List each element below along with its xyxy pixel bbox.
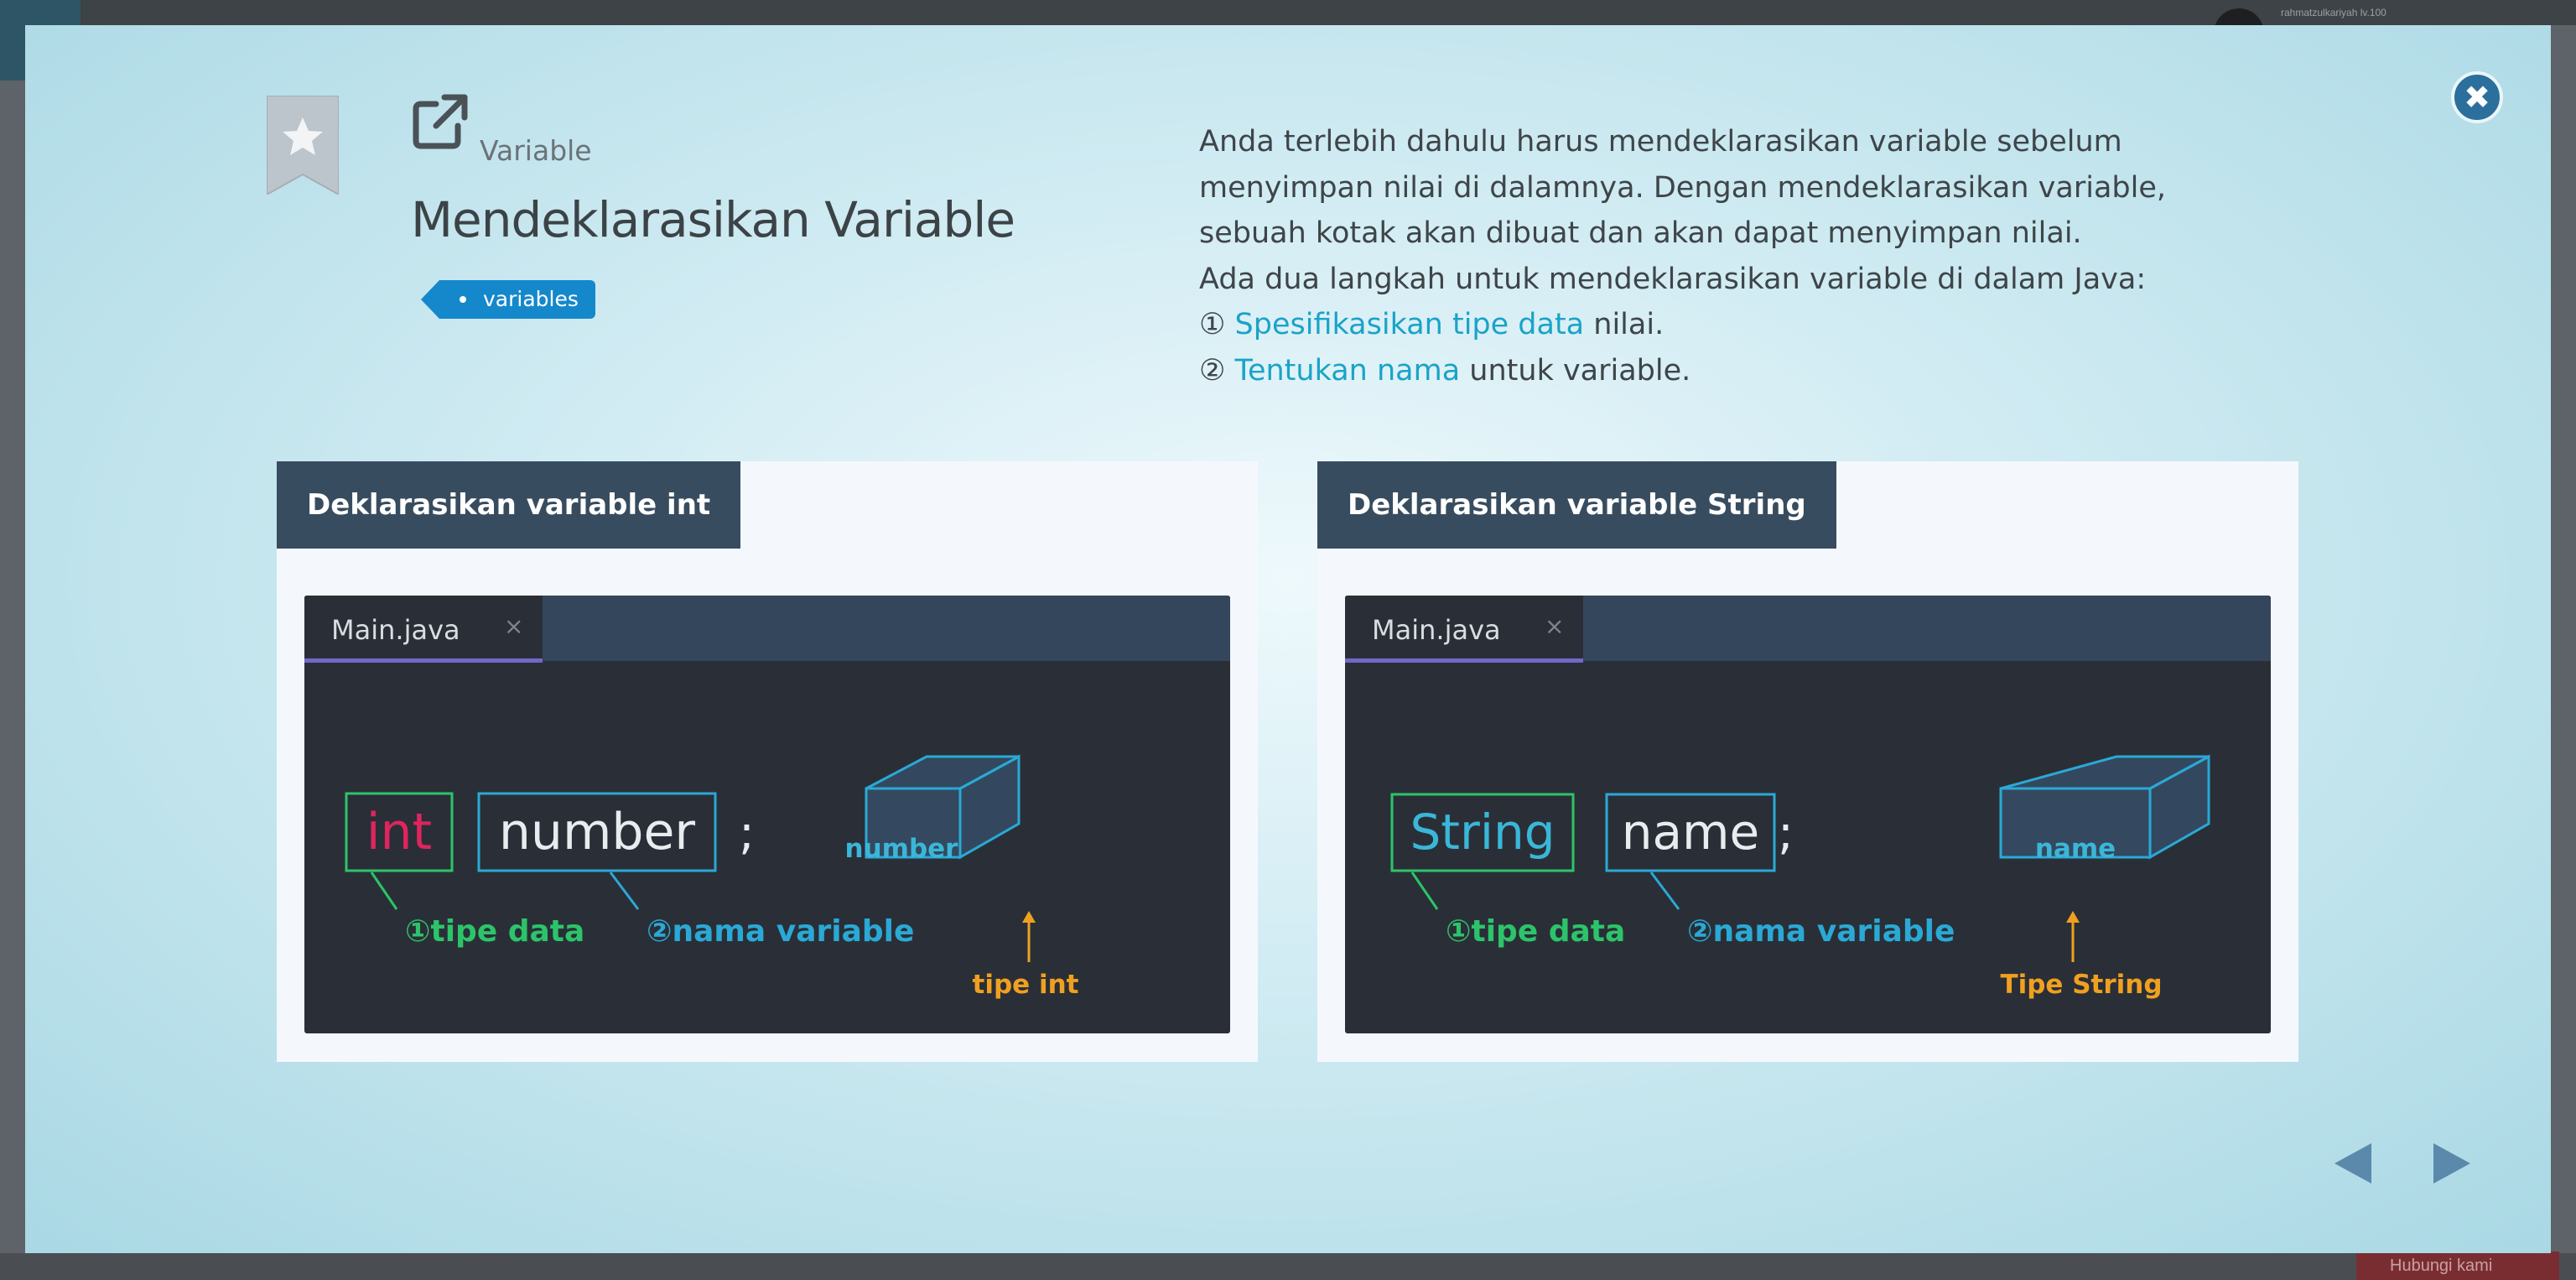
label-type: ①tipe data [1446,914,1625,949]
tag-label: variables [483,287,579,311]
step-number: ② [1199,353,1226,388]
desc-step-1: ① Spesifikasikan tipe data nilai. [1199,302,2231,348]
close-icon[interactable]: × [1545,612,1565,640]
name-word: number [499,803,696,861]
arrow-label: tipe int [973,970,1079,1000]
background-bottombar [0,1253,2576,1280]
step-highlight: Tentukan nama [1234,353,1461,388]
tag-dot [460,296,466,303]
tag-variables[interactable]: variables [421,280,595,319]
box-label: number [845,834,959,864]
code-illustration: int number ; ①tipe data ②nama variable n… [345,754,1079,1000]
background-topbar [0,0,2576,25]
connector-line [370,872,398,910]
box-3d-icon [1999,754,2210,860]
editor-tab[interactable]: Main.java × [304,596,543,663]
desc-line: Ada dua langkah untuk mendeklarasikan va… [1199,262,2147,296]
type-box [345,792,454,872]
external-link-icon[interactable] [411,92,470,151]
panel-heading: Deklarasikan variable int [277,461,741,549]
tab-filename: Main.java [331,614,460,646]
type-word: String [1410,804,1555,861]
semicolon: ; [1778,806,1794,861]
tab-filename: Main.java [1372,614,1501,646]
label-type: ①tipe data [405,914,584,949]
triangle-right-icon[interactable] [2427,1138,2477,1189]
lesson-modal: ✖ Variable Mendeklarasikan Variable vari… [25,25,2551,1253]
connector-line [1410,872,1439,910]
background-user-text: rahmatzulkariyah lv.100 [2281,7,2386,18]
code-editor: Main.java × int number ; ①tipe data ②nam… [304,596,1230,1033]
label-name: ②nama variable [647,914,914,949]
code-editor: Main.java × String name ; ①tipe data ②na… [1345,596,2271,1033]
type-box [1390,793,1575,872]
type-word: int [366,803,432,861]
lesson-title: Mendeklarasikan Variable [411,191,1015,248]
connector-line [609,872,640,910]
close-icon[interactable]: × [504,612,524,640]
arrow-label: Tipe String [2000,970,2162,1000]
label-name: ②nama variable [1687,914,1955,949]
step-rest: untuk variable. [1460,353,1691,388]
name-box [1605,793,1776,872]
desc-line: sebuah kotak akan dibuat dan akan dapat … [1199,216,2082,250]
lesson-category: Variable [480,134,592,167]
desc-step-2: ② Tentukan nama untuk variable. [1199,348,2231,394]
code-illustration: String name ; ①tipe data ②nama variable … [1390,754,2210,1000]
panel-heading: Deklarasikan variable String [1317,461,1836,549]
star-bookmark-icon[interactable] [267,96,339,195]
name-word: name [1622,804,1759,861]
step-rest: nilai. [1584,308,1665,341]
box-label: name [2035,834,2116,864]
panel-string: Deklarasikan variable String Main.java ×… [1317,461,2298,1062]
editor-tab[interactable]: Main.java × [1345,596,1583,663]
arrow-head [2066,911,2080,923]
desc-line: Anda terlebih dahulu harus mendeklarasik… [1199,125,2122,159]
name-box [477,792,717,872]
panel-int: Deklarasikan variable int Main.java × in… [277,461,1258,1062]
semicolon: ; [739,806,755,861]
connector-line [1649,872,1680,910]
step-highlight: Spesifikasikan tipe data [1234,308,1585,341]
lesson-description: Anda terlebih dahulu harus mendeklarasik… [1199,119,2231,393]
close-button[interactable]: ✖ [2451,71,2503,123]
box-3d-icon [865,754,1021,860]
background-contact-button: Hubungi kami [2356,1251,2559,1280]
arrow-head [1022,911,1036,923]
triangle-left-icon[interactable] [2328,1138,2378,1189]
desc-line: menyimpan nilai di dalamnya. Dengan mend… [1199,170,2167,205]
step-number: ① [1199,308,1226,341]
